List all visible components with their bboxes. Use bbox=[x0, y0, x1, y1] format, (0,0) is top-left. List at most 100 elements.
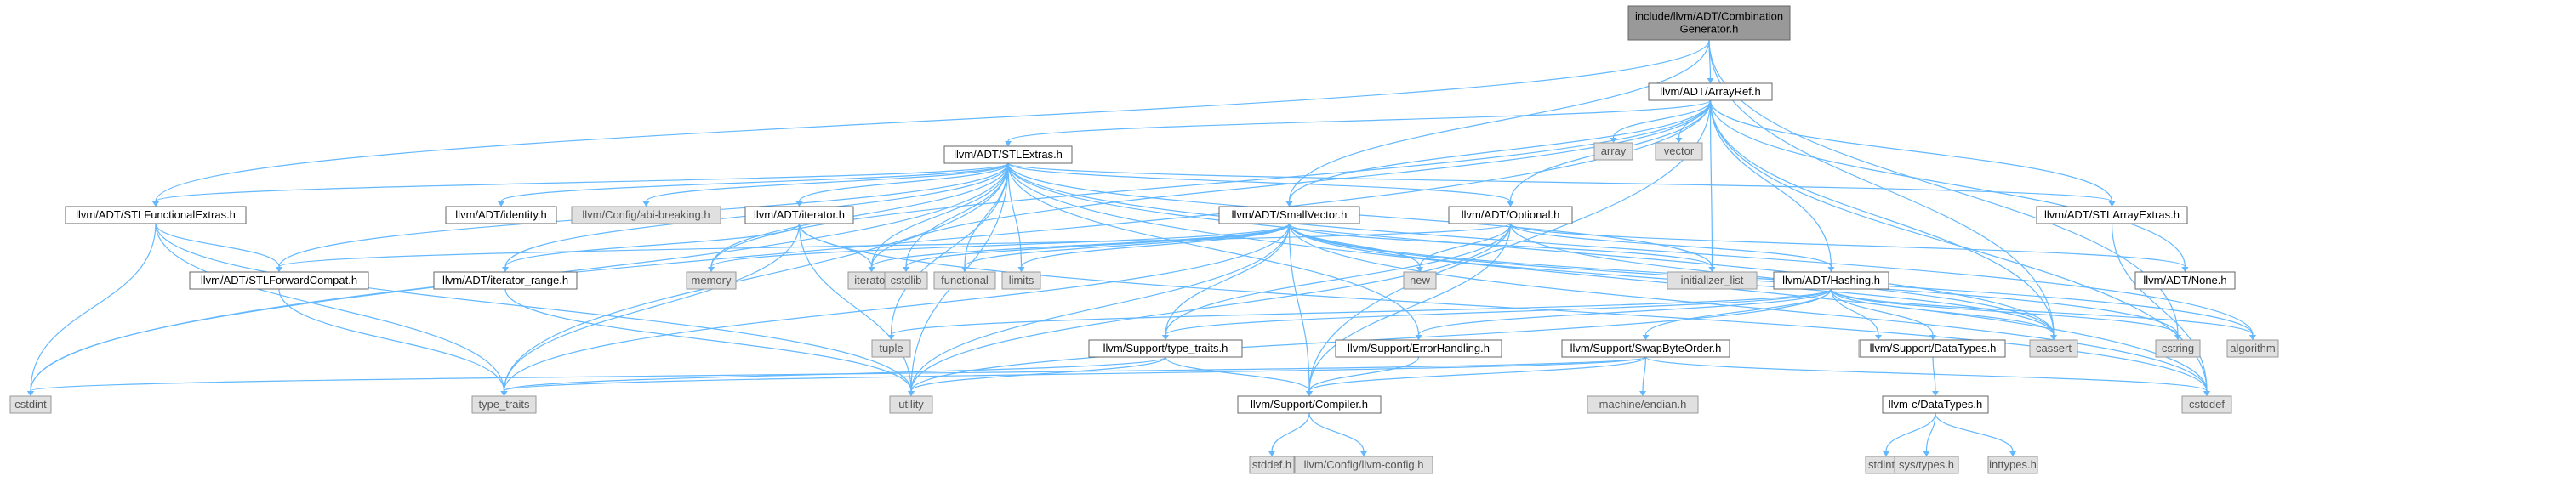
dependency-edge-smallvec-to-initlist bbox=[1288, 223, 1716, 272]
dependency-edge-swapbyte-to-compiler bbox=[1306, 356, 1647, 396]
node-stlfunc[interactable]: llvm/ADT/STLFunctionalExtras.h bbox=[65, 206, 247, 224]
node-cstdint: cstdint bbox=[9, 395, 52, 414]
node-type_traits: type_traits bbox=[471, 395, 537, 414]
dependency-edge-cdatatypes-to-inttypes bbox=[1935, 412, 2016, 456]
node-label: limits bbox=[1009, 274, 1034, 286]
node-label: llvm/ADT/STLExtras.h bbox=[954, 148, 1063, 161]
dependency-edge-hashing-to-algorithm bbox=[1830, 288, 2256, 340]
node-label: tuple bbox=[879, 342, 903, 354]
node-stlfwd[interactable]: llvm/ADT/STLForwardCompat.h bbox=[189, 271, 369, 290]
node-label: llvm/ADT/ArrayRef.h bbox=[1660, 85, 1760, 98]
node-label: llvm/ADT/STLArrayExtras.h bbox=[2044, 208, 2180, 221]
node-arrayref[interactable]: llvm/ADT/ArrayRef.h bbox=[1648, 82, 1773, 101]
dependency-edge-cdatatypes-to-systypes bbox=[1923, 412, 1936, 456]
dependency-edge-datatypes-to-cdatatypes bbox=[1932, 356, 1939, 396]
node-hashing[interactable]: llvm/ADT/Hashing.h bbox=[1773, 271, 1889, 290]
node-label: inttypes.h bbox=[1989, 458, 2037, 471]
node-identity[interactable]: llvm/ADT/identity.h bbox=[445, 206, 557, 224]
node-optional[interactable]: llvm/ADT/Optional.h bbox=[1448, 206, 1573, 224]
node-typetraitsh[interactable]: llvm/Support/type_traits.h bbox=[1088, 339, 1243, 358]
dependency-edge-smallvec-to-limits bbox=[1017, 223, 1291, 272]
node-label: initializer_list bbox=[1681, 274, 1744, 286]
node-label: llvm/ADT/identity.h bbox=[455, 208, 546, 221]
dependency-edge-optional-to-new bbox=[1416, 223, 1512, 272]
node-label: vector bbox=[1664, 145, 1695, 157]
dependency-edge-arrayref-to-stlarray bbox=[1709, 99, 2116, 207]
node-errhandling[interactable]: llvm/Support/ErrorHandling.h bbox=[1335, 339, 1502, 358]
node-array: array bbox=[1593, 142, 1633, 161]
dependency-edge-arrayref-to-stlextras bbox=[1005, 99, 1712, 146]
node-label: llvm/ADT/iterator.h bbox=[754, 208, 845, 221]
node-label: llvm/ADT/None.h bbox=[2143, 274, 2226, 286]
dependency-edge-hashing-to-datatypes bbox=[1830, 288, 1936, 340]
node-label: iterator bbox=[854, 274, 889, 286]
node-cassert: cassert bbox=[2029, 339, 2078, 358]
dependency-edge-hashing-to-cassert bbox=[1830, 288, 2057, 340]
node-utility: utility bbox=[889, 395, 933, 414]
node-label: llvm/ADT/Optional.h bbox=[1462, 208, 1560, 221]
dependency-edge-stlextras-to-optional bbox=[1007, 162, 1514, 207]
node-label: type_traits bbox=[479, 398, 530, 411]
dependency-edge-stlarray-to-cstddef bbox=[2111, 223, 2210, 396]
node-smallvec[interactable]: llvm/ADT/SmallVector.h bbox=[1218, 206, 1360, 224]
dependency-edge-stlextras-to-stlarray bbox=[1007, 162, 2116, 207]
node-iteratorh[interactable]: llvm/ADT/iterator.h bbox=[744, 206, 854, 224]
dependency-edge-hashing-to-cstring bbox=[1830, 288, 2181, 340]
dependency-edge-compiler-to-stddefh bbox=[1268, 412, 1310, 456]
node-stlextras[interactable]: llvm/ADT/STLExtras.h bbox=[943, 145, 1073, 164]
dependency-edge-hashing-to-typetraitsh bbox=[1162, 288, 1832, 340]
node-datatypes[interactable]: llvm/Support/DataTypes.h bbox=[1860, 339, 2006, 358]
node-label: llvm/Support/Compiler.h bbox=[1251, 398, 1368, 411]
node-noneh[interactable]: llvm/ADT/None.h bbox=[2134, 271, 2236, 290]
dependency-edge-optional-to-stlfwd bbox=[276, 223, 1512, 272]
node-label: llvm/Support/ErrorHandling.h bbox=[1348, 342, 1490, 354]
node-label: cassert bbox=[2036, 342, 2072, 354]
dependency-edge-arrayref-to-cassert bbox=[1709, 99, 2057, 340]
dependency-edge-smallvec-to-memory bbox=[708, 223, 1291, 272]
dependency-edge-stlextras-to-stlfunc bbox=[152, 162, 1009, 207]
node-limits: limits bbox=[1001, 271, 1041, 290]
dependency-edge-stlfunc-to-type_traits bbox=[155, 223, 508, 396]
node-initlist: initializer_list bbox=[1667, 271, 1758, 290]
node-memory: memory bbox=[686, 271, 737, 290]
dependency-edge-typetraitsh-to-compiler bbox=[1165, 356, 1313, 396]
node-label: utility bbox=[898, 398, 924, 411]
dependency-edge-typetraitsh-to-utility bbox=[908, 356, 1166, 396]
node-cstdlib: cstdlib bbox=[884, 271, 928, 290]
node-inttypes: inttypes.h bbox=[1987, 456, 2038, 474]
node-cstring: cstring bbox=[2155, 339, 2201, 358]
dependency-edge-stlextras-to-identity bbox=[498, 162, 1009, 207]
node-compiler[interactable]: llvm/Support/Compiler.h bbox=[1237, 395, 1382, 414]
node-label: algorithm bbox=[2230, 342, 2275, 354]
node-label: cstdlib bbox=[891, 274, 922, 286]
node-systypes: sys/types.h bbox=[1894, 456, 1959, 474]
node-tuple: tuple bbox=[871, 339, 911, 358]
node-label: llvm/ADT/SmallVector.h bbox=[1232, 208, 1348, 221]
dependency-edge-arrayref-to-smallvec bbox=[1285, 99, 1712, 207]
node-stlarray[interactable]: llvm/ADT/STLArrayExtras.h bbox=[2036, 206, 2188, 224]
dependency-edge-smallvec-to-functional bbox=[961, 223, 1291, 272]
dependency-edge-optional-to-noneh bbox=[1509, 223, 2189, 272]
node-algorithm: algorithm bbox=[2226, 339, 2279, 358]
node-label: machine/endian.h bbox=[1599, 398, 1687, 411]
node-abibreak: llvm/Config/abi-breaking.h bbox=[571, 206, 721, 224]
node-label: include/llvm/ADT/Combination bbox=[1635, 10, 1783, 23]
node-cdatatypes[interactable]: llvm-c/DataTypes.h bbox=[1882, 395, 1989, 414]
node-label: memory bbox=[692, 274, 732, 286]
dependency-edge-cdatatypes-to-stdint bbox=[1883, 412, 1936, 456]
node-label: functional bbox=[941, 274, 989, 286]
dependency-edge-hashing-to-string bbox=[1830, 288, 1882, 340]
dependency-edge-smallvec-to-iterator bbox=[868, 223, 1291, 272]
node-functional: functional bbox=[933, 271, 996, 290]
dependency-edge-swapbyte-to-endian bbox=[1639, 356, 1647, 396]
node-label: cstdint bbox=[14, 398, 47, 411]
node-label: cstddef bbox=[2189, 398, 2225, 411]
node-cstddef: cstddef bbox=[2181, 395, 2232, 414]
node-label: llvm/Support/DataTypes.h bbox=[1870, 342, 1997, 354]
node-label: new bbox=[1410, 274, 1430, 286]
node-label: llvm-c/DataTypes.h bbox=[1889, 398, 1983, 411]
node-iterrange[interactable]: llvm/ADT/iterator_range.h bbox=[433, 271, 578, 290]
node-label: llvm/ADT/iterator_range.h bbox=[442, 274, 568, 286]
node-swapbyte[interactable]: llvm/Support/SwapByteOrder.h bbox=[1561, 339, 1730, 358]
